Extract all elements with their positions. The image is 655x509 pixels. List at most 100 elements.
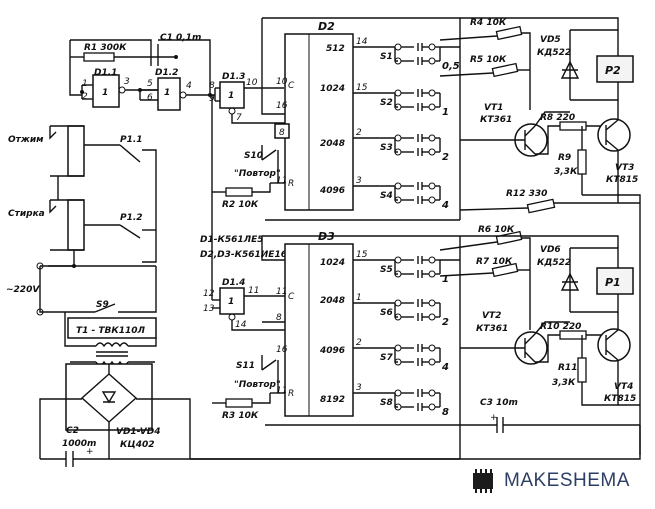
r12-resistor bbox=[526, 198, 556, 214]
svg-text:14: 14 bbox=[356, 37, 368, 47]
vd6-diode bbox=[560, 272, 580, 291]
vd5-label: VD5 bbox=[540, 35, 561, 45]
r3-label: R3 10К bbox=[222, 411, 259, 421]
r3-resistor bbox=[225, 398, 253, 408]
switch-label: S4 bbox=[380, 191, 393, 201]
switch-label: S3 bbox=[380, 143, 393, 153]
relay-p1 bbox=[596, 267, 634, 295]
r2-resistor bbox=[225, 187, 253, 197]
svg-text:8: 8 bbox=[279, 128, 285, 138]
svg-text:+: + bbox=[86, 447, 94, 457]
relay-p2 bbox=[596, 55, 634, 83]
svg-text:11: 11 bbox=[276, 176, 287, 186]
r10-label: R10 220 bbox=[540, 322, 581, 332]
d1-4-label: D1.4 bbox=[222, 278, 245, 288]
switch-weight: 4 bbox=[441, 362, 449, 373]
svg-text:5: 5 bbox=[147, 79, 153, 89]
d1-3-gate bbox=[219, 81, 245, 109]
c1-label: С1 0,1m bbox=[160, 33, 201, 43]
d23-type-note: D2,D3-К561ИЕ16 bbox=[200, 250, 287, 260]
r4-label: R4 10К bbox=[470, 18, 507, 28]
switch-row: S32 bbox=[380, 134, 449, 163]
svg-text:3: 3 bbox=[356, 383, 362, 393]
r9-label: R9 bbox=[558, 153, 571, 163]
transformer-primary bbox=[95, 342, 129, 348]
c2-label: С2 bbox=[66, 426, 79, 436]
switch-row: S10,5 bbox=[380, 43, 460, 72]
svg-text:"Повтор": "Повтор" bbox=[234, 169, 281, 179]
switch-weight: 8 bbox=[442, 407, 449, 418]
d2-block: D1.3 1 8 9 10 7 D2 C R 512 1024 2048 409… bbox=[209, 17, 461, 300]
svg-text:КТ361: КТ361 bbox=[476, 324, 508, 334]
svg-text:1024: 1024 bbox=[320, 258, 345, 268]
svg-text:1: 1 bbox=[356, 293, 362, 303]
vd14-label: VD1-VD4 bbox=[116, 427, 160, 437]
r4-resistor bbox=[495, 25, 523, 41]
d1-2-label: D1.2 bbox=[155, 68, 178, 78]
svg-text:14: 14 bbox=[235, 320, 247, 330]
output-stage-top: R4 10К R5 10К VT1 КТ361 R8 220 R9 3,3К V… bbox=[439, 17, 641, 455]
svg-text:"Повтор": "Повтор" bbox=[234, 380, 281, 390]
r11-label: R11 bbox=[558, 363, 577, 373]
t1-label: Т1 - ТВК110Л bbox=[76, 326, 146, 336]
switch-weight: 1 bbox=[442, 107, 449, 118]
c3-label: С3 10m bbox=[480, 398, 518, 408]
vt1-label: VT1 bbox=[484, 103, 503, 113]
svg-text:2: 2 bbox=[356, 128, 362, 138]
r5-label: R5 10К bbox=[470, 55, 507, 65]
switch-row: S74 bbox=[380, 344, 449, 373]
d1-type-note: D1-К561ЛЕ5 bbox=[200, 235, 264, 245]
svg-text:512: 512 bbox=[326, 44, 345, 54]
svg-text:3,3К: 3,3К bbox=[554, 167, 578, 177]
svg-text:КД522: КД522 bbox=[537, 48, 571, 58]
vt3-label: VT3 bbox=[615, 163, 634, 173]
stirka-winding bbox=[67, 199, 85, 251]
d3-counter bbox=[284, 243, 354, 417]
svg-text:КТ361: КТ361 bbox=[480, 115, 512, 125]
svg-text:КД522: КД522 bbox=[537, 258, 571, 268]
switch-weight: 0,5 bbox=[442, 61, 460, 72]
svg-text:12: 12 bbox=[203, 289, 215, 299]
r6-label: R6 10К bbox=[478, 225, 515, 235]
switch-weight: 1 bbox=[442, 274, 449, 285]
svg-text:C: C bbox=[288, 292, 295, 302]
vt2-label: VT2 bbox=[482, 311, 501, 321]
otzhim-label: Отжим bbox=[8, 135, 44, 145]
svg-text:10: 10 bbox=[276, 77, 288, 87]
switch-row: S8 8 bbox=[380, 389, 449, 418]
svg-text:R: R bbox=[288, 389, 294, 399]
svg-text:2: 2 bbox=[82, 92, 88, 102]
r2-label: R2 10К bbox=[222, 200, 259, 210]
svg-text:8: 8 bbox=[209, 81, 215, 91]
vd6-label: VD6 bbox=[540, 245, 561, 255]
switch-label: S8 bbox=[380, 398, 393, 408]
r1-resistor bbox=[83, 52, 115, 62]
svg-text:КТ815: КТ815 bbox=[606, 175, 638, 185]
svg-text:2: 2 bbox=[356, 338, 362, 348]
switch-label: S6 bbox=[380, 308, 393, 318]
logo-text: MAKESHEMA bbox=[504, 470, 630, 491]
svg-text:3,3К: 3,3К bbox=[552, 378, 576, 388]
svg-text:КЦ402: КЦ402 bbox=[120, 440, 155, 450]
svg-text:2048: 2048 bbox=[320, 296, 345, 306]
svg-text:R: R bbox=[288, 179, 294, 189]
svg-text:16: 16 bbox=[276, 101, 288, 111]
svg-text:КТ815: КТ815 bbox=[604, 394, 636, 404]
d1-3-label: D1.3 bbox=[222, 72, 245, 82]
svg-text:4096: 4096 bbox=[319, 346, 345, 356]
r5-resistor bbox=[491, 62, 519, 78]
svg-text:4096: 4096 bbox=[319, 186, 345, 196]
svg-text:7: 7 bbox=[236, 113, 242, 123]
bridge-frame bbox=[65, 363, 153, 431]
s11-label: S11 bbox=[236, 361, 255, 371]
vd5-diode bbox=[560, 60, 580, 79]
d1-4-gate bbox=[219, 287, 245, 315]
r8-label: R8 220 bbox=[540, 113, 575, 123]
svg-text:11: 11 bbox=[248, 286, 259, 296]
vt4-label: VT4 bbox=[614, 382, 633, 392]
bridge-diode-icon bbox=[101, 391, 117, 404]
svg-text:1024: 1024 bbox=[320, 84, 345, 94]
switch-row: S21 bbox=[380, 89, 449, 118]
svg-text:6: 6 bbox=[147, 93, 153, 103]
